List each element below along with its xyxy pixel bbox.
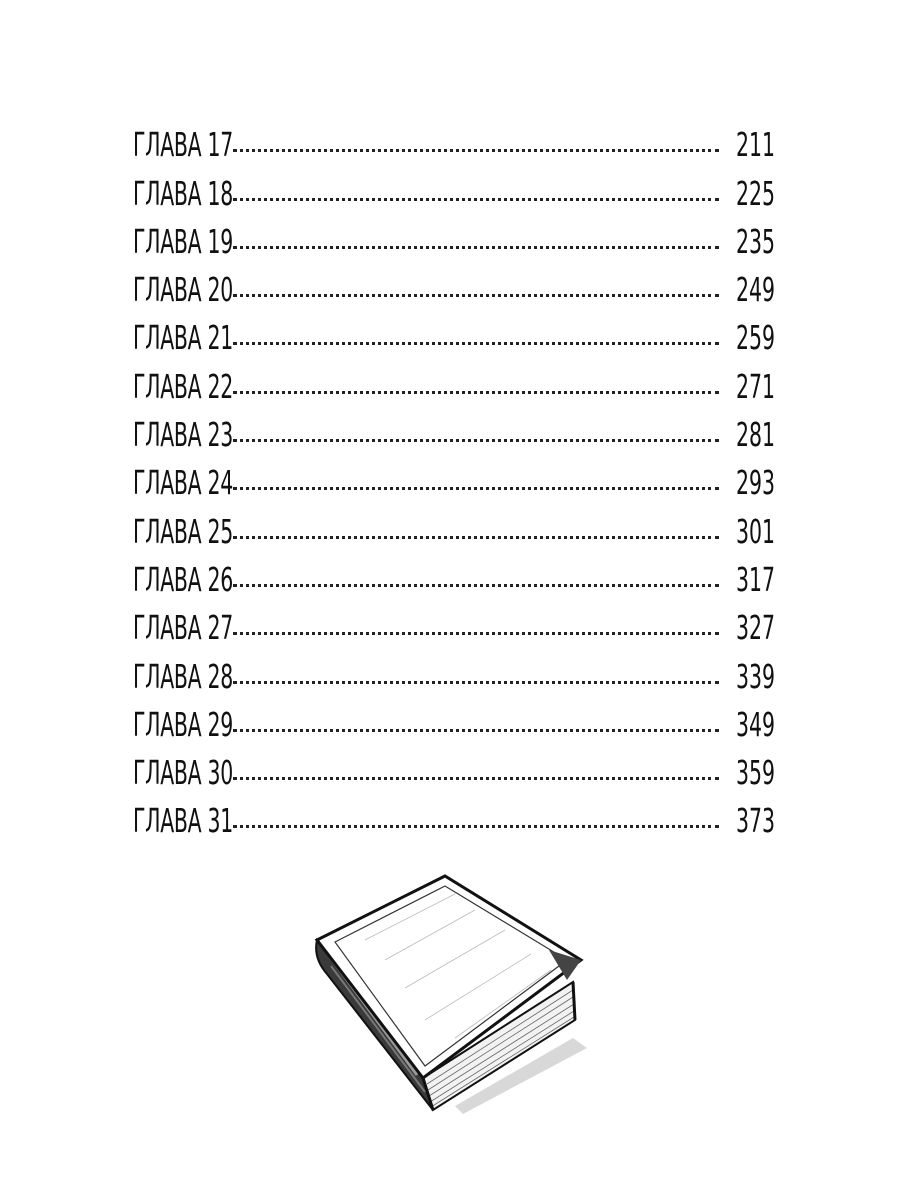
chapter-title: ГЛАВА 30: [133, 753, 233, 793]
dot-leader: [233, 342, 719, 346]
chapter-title: ГЛАВА 21: [133, 318, 233, 358]
chapter-title: ГЛАВА 29: [133, 704, 233, 744]
toc-entry-21[interactable]: ГЛАВА 21 259: [133, 306, 775, 354]
chapter-title: ГЛАВА 20: [133, 270, 233, 310]
dot-leader: [233, 632, 719, 636]
chapter-title: ГЛАВА 27: [133, 608, 233, 648]
dot-leader: [233, 535, 719, 539]
chapter-title: ГЛАВА 25: [133, 511, 233, 551]
chapter-title: ГЛАВА 22: [133, 366, 233, 406]
table-of-contents: ГЛАВА 17 211 ГЛАВА 18 225 ГЛАВА 19 235 Г…: [133, 113, 775, 837]
toc-entry-20[interactable]: ГЛАВА 20 249: [133, 258, 775, 306]
chapter-title: ГЛАВА 31: [133, 801, 233, 841]
toc-entry-27[interactable]: ГЛАВА 27 327: [133, 596, 775, 644]
chapter-title: ГЛАВА 18: [133, 173, 233, 213]
page-number: 359: [735, 753, 775, 793]
dot-leader: [233, 680, 719, 684]
toc-entry-28[interactable]: ГЛАВА 28 339: [133, 644, 775, 696]
chapter-title: ГЛАВА 28: [133, 656, 233, 696]
page-number: 281: [735, 415, 775, 455]
toc-entry-26[interactable]: ГЛАВА 26 317: [133, 548, 775, 596]
book-illustration: [305, 870, 590, 1115]
chapter-title: ГЛАВА 24: [133, 463, 233, 503]
dot-leader: [233, 245, 719, 249]
dot-leader: [233, 390, 719, 394]
chapter-title: ГЛАВА 17: [133, 125, 233, 165]
page-number: 259: [735, 318, 775, 358]
toc-entry-22[interactable]: ГЛАВА 22 271: [133, 354, 775, 406]
dot-leader: [233, 294, 719, 298]
dot-leader: [233, 439, 719, 443]
page-number: 373: [735, 801, 775, 841]
page-number: 317: [735, 559, 775, 599]
dot-leader: [233, 149, 719, 153]
toc-entry-24[interactable]: ГЛАВА 24 293: [133, 451, 775, 499]
page-number: 349: [735, 704, 775, 744]
page-number: 327: [735, 608, 775, 648]
toc-entry-29[interactable]: ГЛАВА 29 349: [133, 693, 775, 741]
page-number: 301: [735, 511, 775, 551]
chapter-title: ГЛАВА 19: [133, 221, 233, 261]
toc-entry-17[interactable]: ГЛАВА 17 211: [133, 113, 775, 161]
toc-entry-30[interactable]: ГЛАВА 30 359: [133, 741, 775, 789]
page-number: 271: [735, 366, 775, 406]
toc-entry-25[interactable]: ГЛАВА 25 301: [133, 499, 775, 551]
page-number: 225: [735, 173, 775, 213]
page-number: 211: [735, 125, 775, 165]
page-number: 235: [735, 221, 775, 261]
toc-entry-23[interactable]: ГЛАВА 23 281: [133, 403, 775, 451]
chapter-title: ГЛАВА 23: [133, 415, 233, 455]
page-number: 249: [735, 270, 775, 310]
toc-entry-31[interactable]: ГЛАВА 31 373: [133, 789, 775, 837]
dot-leader: [233, 197, 719, 201]
toc-entry-18[interactable]: ГЛАВА 18 225: [133, 161, 775, 213]
dot-leader: [233, 777, 719, 781]
dot-leader: [233, 728, 719, 732]
chapter-title: ГЛАВА 26: [133, 559, 233, 599]
dot-leader: [233, 487, 719, 491]
book-icon: [314, 874, 587, 1114]
toc-entry-19[interactable]: ГЛАВА 19 235: [133, 210, 775, 258]
page-number: 293: [735, 463, 775, 503]
page-number: 339: [735, 656, 775, 696]
dot-leader: [233, 583, 719, 587]
dot-leader: [233, 825, 719, 829]
